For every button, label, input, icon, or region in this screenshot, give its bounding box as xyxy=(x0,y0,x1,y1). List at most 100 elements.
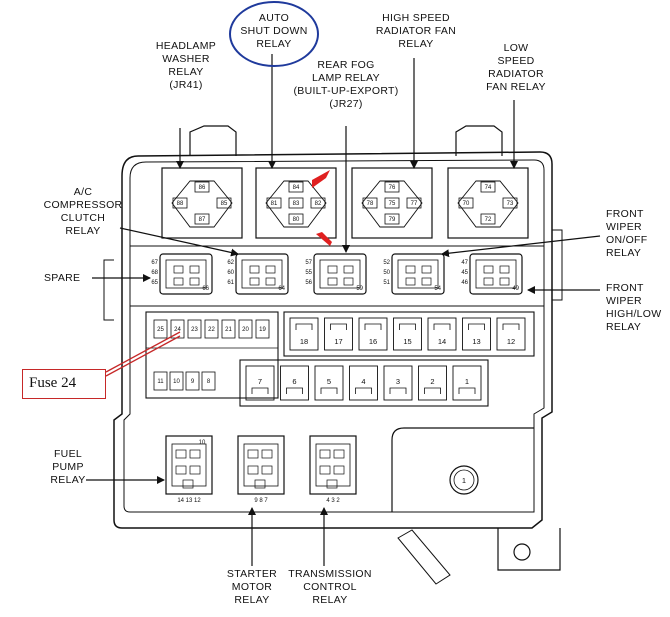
mini-relay-pin: 59 xyxy=(356,286,363,292)
maxi-fuse-housing xyxy=(358,317,388,351)
big-relay-terminal xyxy=(172,197,188,209)
big-relay-socket xyxy=(447,167,529,239)
mini-fuse-number: 20 xyxy=(242,327,249,333)
mini-relay-terminal xyxy=(343,277,354,286)
mini-relay-pin: 49 xyxy=(512,286,519,292)
big-relay-terminal xyxy=(216,197,232,209)
label-headlamp-washer-relay: HEADLAMP WASHER RELAY (JR41) xyxy=(155,40,217,91)
maxi-fuse: 17 xyxy=(324,317,353,351)
maxi-fuse-number: 4 xyxy=(361,377,365,386)
mini-fuse xyxy=(238,319,253,339)
big-relay-pin: 84 xyxy=(293,185,300,191)
maxi-fuse: 16 xyxy=(358,317,388,351)
big-relay-terminal xyxy=(288,213,304,225)
mini-relay-pin: 54 xyxy=(434,286,441,292)
mini-relay-terminal xyxy=(421,265,432,274)
label-auto-shutdown-relay: AUTO SHUT DOWN RELAY xyxy=(240,12,308,50)
big-relay-terminal xyxy=(194,181,210,193)
mini-relay-terminal xyxy=(327,277,338,286)
mini-relay-body xyxy=(165,259,207,289)
mini-relay-pin: 65 xyxy=(151,280,158,286)
maxi-fuse: 15 xyxy=(393,317,422,351)
mini-relay-pin: 50 xyxy=(383,270,390,276)
mini-relay-pin: 66 xyxy=(202,286,209,292)
maxi-fuse-housing xyxy=(324,317,353,351)
label-fuel-pump-relay: FUEL PUMP RELAY xyxy=(50,448,86,486)
big-relay-pin: 78 xyxy=(367,201,374,207)
mini-fuse-number: 25 xyxy=(157,327,164,333)
mini-relay-terminal xyxy=(343,265,354,274)
label-starter-motor-relay: STARTER MOTOR RELAY xyxy=(226,568,278,606)
red-pointer-bottom xyxy=(316,232,332,246)
maxi-fuse-housing xyxy=(289,317,319,351)
maxi-fuse-number: 16 xyxy=(369,337,377,346)
mini-fuse-number: 11 xyxy=(157,379,164,385)
maxi-fuse-element xyxy=(424,387,441,394)
mini-fuse xyxy=(153,371,168,391)
maxi-fuse-element xyxy=(286,387,303,394)
mini-fuse xyxy=(201,371,216,391)
bottom-relay-socket xyxy=(165,435,213,495)
big-relay-terminal xyxy=(384,197,400,209)
big-relay-pin: 86 xyxy=(199,185,206,191)
maxi-fuse-element xyxy=(389,387,407,394)
mini-relay-pin: 67 xyxy=(151,260,158,266)
mini-fuse-number: 8 xyxy=(207,379,211,385)
mini-relay-socket xyxy=(391,253,445,295)
label-low-speed-fan-relay: LOW SPEED RADIATOR FAN RELAY xyxy=(486,42,546,93)
bottom-relay-terminal xyxy=(333,465,345,475)
maxi-fuse-housing xyxy=(496,317,526,351)
maxi-fuse-housing xyxy=(280,365,309,401)
maxi-fuse-number: 2 xyxy=(430,377,434,386)
bottom-relay-terminal xyxy=(189,465,201,475)
big-relay-pin: 73 xyxy=(507,201,514,207)
big-relay-terminal xyxy=(480,181,496,193)
big-relay-keying xyxy=(457,180,519,228)
mini-relay-terminal xyxy=(405,277,416,286)
maxi-fuse: 6 xyxy=(280,365,309,401)
bottom-relay-terminal xyxy=(189,449,201,459)
mini-fuse-number: 19 xyxy=(259,327,266,333)
bottom-relay-socket xyxy=(237,435,285,495)
big-relay-pin: 88 xyxy=(177,201,184,207)
big-relay-pin: 75 xyxy=(389,201,396,207)
mini-relay-terminal xyxy=(249,277,260,286)
mini-relay-terminal xyxy=(499,265,510,274)
mini-relay-pin: 45 xyxy=(461,270,468,276)
maxi-fuse: 5 xyxy=(314,365,344,401)
big-relay-pin: 85 xyxy=(221,201,228,207)
maxi-fuse-housing xyxy=(462,317,491,351)
maxi-fuse-element xyxy=(399,323,416,330)
bottom-relay-terminal xyxy=(175,465,187,475)
big-relay-pin: 76 xyxy=(389,185,396,191)
label-spare: SPARE xyxy=(44,272,81,284)
mini-fuse xyxy=(255,319,270,339)
mini-relay-terminal xyxy=(499,277,510,286)
mini-relay-terminal xyxy=(249,265,260,274)
bottom-relay-terminal xyxy=(261,465,273,475)
mini-relay-terminal xyxy=(421,277,432,286)
mini-relay-pin: 52 xyxy=(383,260,390,266)
mini-relay-terminal xyxy=(173,277,184,286)
mini-relay-body xyxy=(397,259,439,289)
maxi-fuse: 18 xyxy=(289,317,319,351)
big-relay-terminal xyxy=(458,197,474,209)
round-fuse-inner xyxy=(453,469,475,491)
mini-relay-pin: 68 xyxy=(151,270,158,276)
mini-relay-pin: 60 xyxy=(227,270,234,276)
maxi-fuse-housing xyxy=(245,365,275,401)
big-relay-terminal xyxy=(480,213,496,225)
mini-relay-pin: 46 xyxy=(461,280,468,286)
mini-fuse xyxy=(169,371,184,391)
maxi-fuse-housing xyxy=(314,365,344,401)
round-fuse-number: 1 xyxy=(462,476,466,485)
big-relay-pin: 72 xyxy=(485,217,492,223)
mini-relay-socket xyxy=(313,253,367,295)
maxi-fuse-number: 5 xyxy=(327,377,331,386)
mini-fuse-number: 24 xyxy=(174,327,181,333)
